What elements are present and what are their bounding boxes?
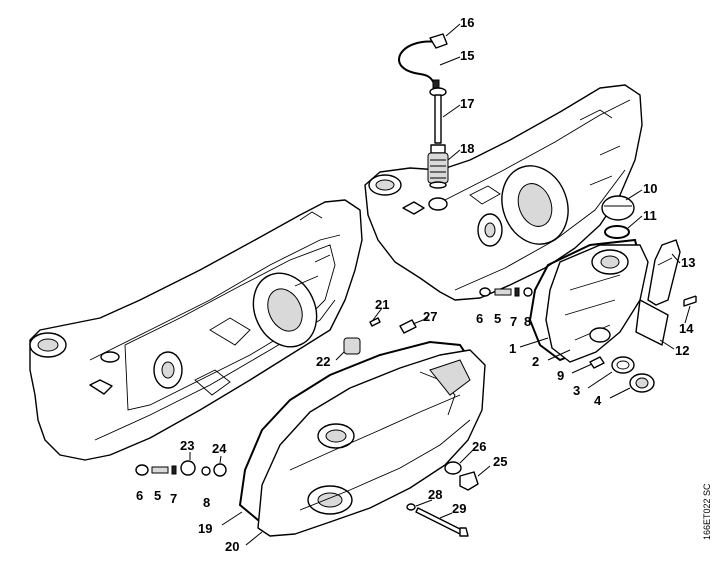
callout-11: 11: [643, 208, 657, 223]
callout-24: 24: [212, 441, 227, 456]
callout-16: 16: [460, 15, 474, 30]
leader-lines: [189, 23, 691, 546]
right-side-cover: [528, 238, 649, 363]
callout-22: 22: [316, 354, 330, 369]
callout-8-lower: 8: [203, 495, 210, 510]
plug-and-bolt: [406, 461, 479, 537]
callout-2: 2: [532, 354, 539, 369]
callout-29: 29: [452, 501, 466, 516]
oil-cap-and-o-ring: [601, 195, 635, 239]
callout-27: 27: [423, 309, 437, 324]
callout-6-upper: 6: [476, 311, 483, 326]
clutch-side-cover: [238, 340, 486, 537]
callout-15: 15: [460, 48, 474, 63]
callout-7-lower: 7: [170, 491, 177, 506]
left-crankcase-half: [29, 199, 363, 461]
callout-21: 21: [375, 297, 389, 312]
callout-5-lower: 5: [154, 488, 161, 503]
callout-26: 26: [472, 439, 486, 454]
callout-1: 1: [509, 341, 516, 356]
callout-5-upper: 5: [494, 311, 501, 326]
lower-fastener-set: [135, 460, 227, 477]
callout-10: 10: [643, 181, 657, 196]
callout-8-upper: 8: [524, 314, 531, 329]
callout-20: 20: [225, 539, 239, 554]
bracket-and-plate: [635, 239, 697, 346]
callout-12: 12: [675, 343, 689, 358]
callout-9: 9: [557, 368, 564, 383]
callout-6-lower: 6: [136, 488, 143, 503]
callout-7-upper: 7: [510, 314, 517, 329]
callout-labels: 16 15 17 18 10 11 13 21 27 22 6 5 7 8 14…: [136, 15, 695, 554]
right-crankcase-half: [364, 84, 643, 301]
callout-19: 19: [198, 521, 212, 536]
callout-18: 18: [460, 141, 474, 156]
drawing-code: 166ET022 SC: [702, 483, 712, 540]
callout-4: 4: [594, 393, 602, 408]
callout-13: 13: [681, 255, 695, 270]
callout-17: 17: [460, 96, 474, 111]
callout-25: 25: [493, 454, 507, 469]
upper-fastener-set: [479, 287, 533, 297]
callout-3: 3: [573, 383, 580, 398]
oil-pickup-assembly: [398, 33, 449, 189]
pins-and-sleeve: [343, 317, 417, 355]
callout-14: 14: [679, 321, 694, 336]
callout-23: 23: [180, 438, 194, 453]
seals-and-screw: [589, 356, 655, 393]
callout-28: 28: [428, 487, 442, 502]
